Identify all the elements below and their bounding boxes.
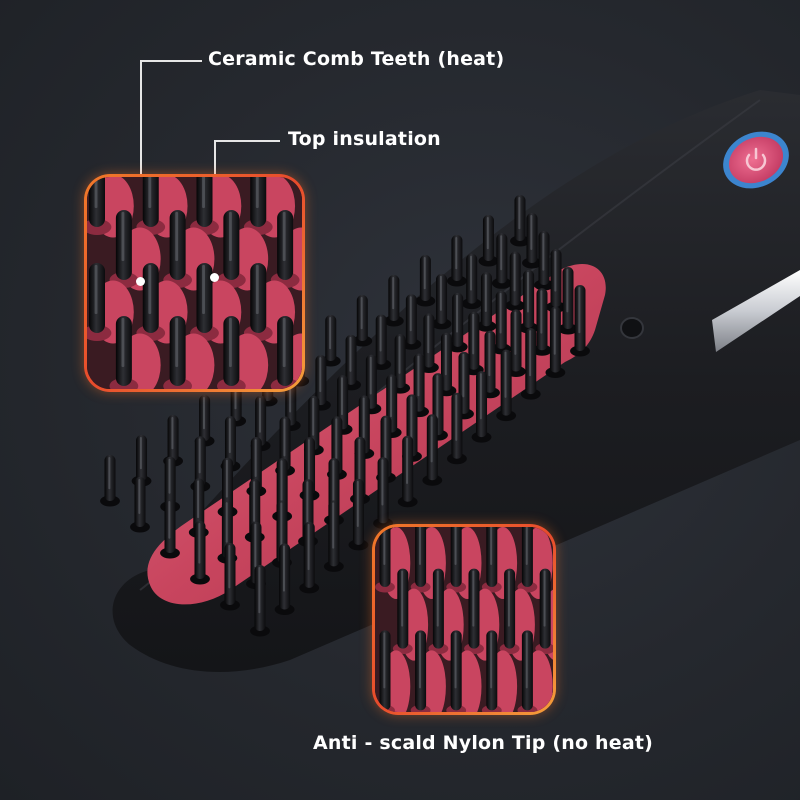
- bristle: [87, 263, 112, 341]
- bristle: [534, 231, 554, 291]
- bristle: [373, 457, 393, 529]
- bristle: [481, 630, 502, 712]
- power-button: [723, 131, 789, 189]
- bristle: [476, 272, 497, 332]
- bristle: [447, 392, 467, 465]
- bristle: [478, 215, 499, 267]
- bristle: [190, 521, 210, 585]
- nylon-tip-closeup-image: [375, 527, 553, 712]
- bristle: [491, 233, 512, 289]
- bristle: [100, 455, 120, 507]
- bristle: [520, 328, 541, 400]
- bristle-rows: [100, 195, 590, 637]
- ceramic-leader-vertical: [140, 60, 142, 282]
- bristle: [447, 235, 467, 287]
- bristle: [352, 295, 373, 347]
- bristle: [383, 275, 404, 327]
- bristle: [522, 213, 542, 269]
- bristle: [130, 477, 150, 533]
- ceramic-leader-horizontal: [140, 60, 202, 62]
- vent-hole: [620, 317, 644, 339]
- top-insulation-pointer-dot: [210, 273, 219, 282]
- nylon-tip-closeup: [372, 524, 556, 715]
- bristle: [545, 306, 566, 379]
- ceramic-teeth-closeup-image: [87, 177, 302, 389]
- bristle: [397, 435, 418, 508]
- bristle: [160, 499, 180, 559]
- bristle: [505, 251, 526, 312]
- bristle: [220, 543, 240, 611]
- bristle: [499, 568, 520, 655]
- bristle: [163, 316, 193, 389]
- ceramic-teeth-closeup: [84, 174, 305, 392]
- bristle: [491, 290, 512, 355]
- bristle: [517, 630, 538, 712]
- bristle: [392, 568, 413, 655]
- bristle: [446, 630, 467, 712]
- top-leader-horizontal: [214, 140, 280, 142]
- bristle: [250, 565, 270, 637]
- nylon-tip-label: Anti - scald Nylon Tip (no heat): [313, 732, 654, 754]
- bristle: [323, 500, 344, 572]
- chrome-strip: [712, 270, 800, 352]
- bristle: [447, 292, 468, 353]
- bristle: [216, 316, 246, 389]
- bristle: [274, 543, 295, 615]
- ceramic-pointer-dot: [136, 277, 145, 286]
- bristle: [431, 273, 452, 330]
- bristle: [532, 288, 552, 356]
- bristle: [558, 267, 578, 335]
- bristle: [87, 177, 112, 235]
- bristle: [481, 527, 502, 593]
- bristle: [422, 414, 443, 486]
- bristle: [299, 521, 320, 594]
- bristle: [348, 478, 369, 551]
- bristle: [375, 527, 395, 593]
- bristle: [410, 630, 431, 712]
- bristle: [243, 177, 273, 235]
- top-insulation-label: Top insulation: [288, 128, 441, 150]
- bristle: [109, 210, 139, 288]
- bristle: [390, 334, 411, 394]
- bristle: [109, 316, 139, 389]
- power-icon: [745, 147, 767, 171]
- bristle: [510, 195, 530, 247]
- bristle: [471, 371, 492, 443]
- bristle: [461, 253, 482, 310]
- bristle: [496, 349, 517, 422]
- bristle: [570, 285, 590, 357]
- ceramic-teeth-label: Ceramic Comb Teeth (heat): [208, 48, 505, 70]
- bristle: [415, 255, 436, 307]
- bristle: [401, 294, 422, 350]
